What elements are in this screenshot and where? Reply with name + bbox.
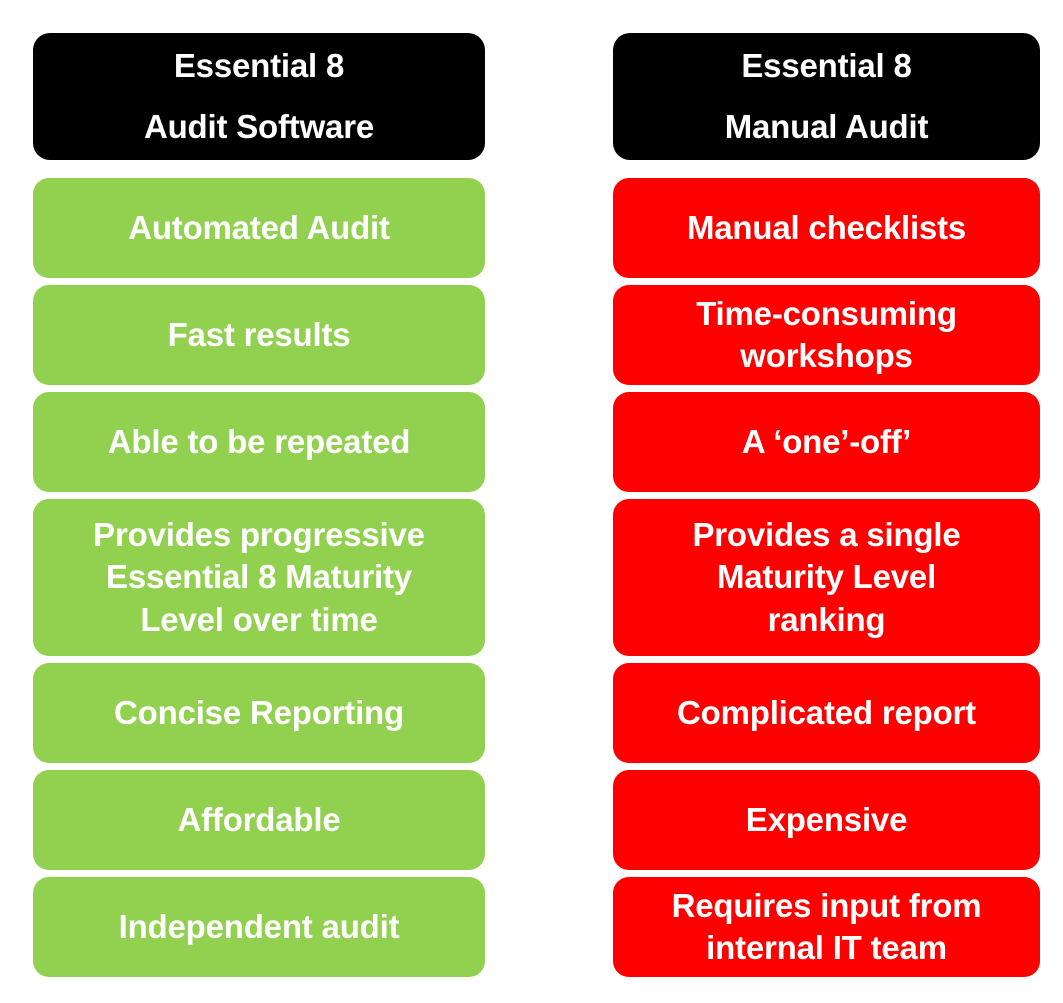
drawback-item-expensive: Expensive <box>613 770 1040 870</box>
benefit-item-concise-reporting: Concise Reporting <box>33 663 485 763</box>
drawback-item-single-ranking: Provides a single Maturity Level ranking <box>613 499 1040 656</box>
column-audit-software: Essential 8 Audit Software Automated Aud… <box>33 33 485 984</box>
column-header-audit-software: Essential 8 Audit Software <box>33 33 485 160</box>
drawback-item-one-off: A ‘one’-off’ <box>613 392 1040 492</box>
drawback-item-requires-it-input: Requires input from internal IT team <box>613 877 1040 977</box>
drawback-item-manual-checklists: Manual checklists <box>613 178 1040 278</box>
benefit-item-independent-audit: Independent audit <box>33 877 485 977</box>
benefit-item-progressive-level: Provides progressive Essential 8 Maturit… <box>33 499 485 656</box>
column-manual-audit: Essential 8 Manual Audit Manual checklis… <box>613 33 1040 984</box>
benefit-item-automated-audit: Automated Audit <box>33 178 485 278</box>
benefit-item-fast-results: Fast results <box>33 285 485 385</box>
column-header-manual-audit: Essential 8 Manual Audit <box>613 33 1040 160</box>
drawback-item-time-consuming: Time-consuming workshops <box>613 285 1040 385</box>
drawback-item-complicated-report: Complicated report <box>613 663 1040 763</box>
benefit-item-repeatable: Able to be repeated <box>33 392 485 492</box>
benefit-item-affordable: Affordable <box>33 770 485 870</box>
